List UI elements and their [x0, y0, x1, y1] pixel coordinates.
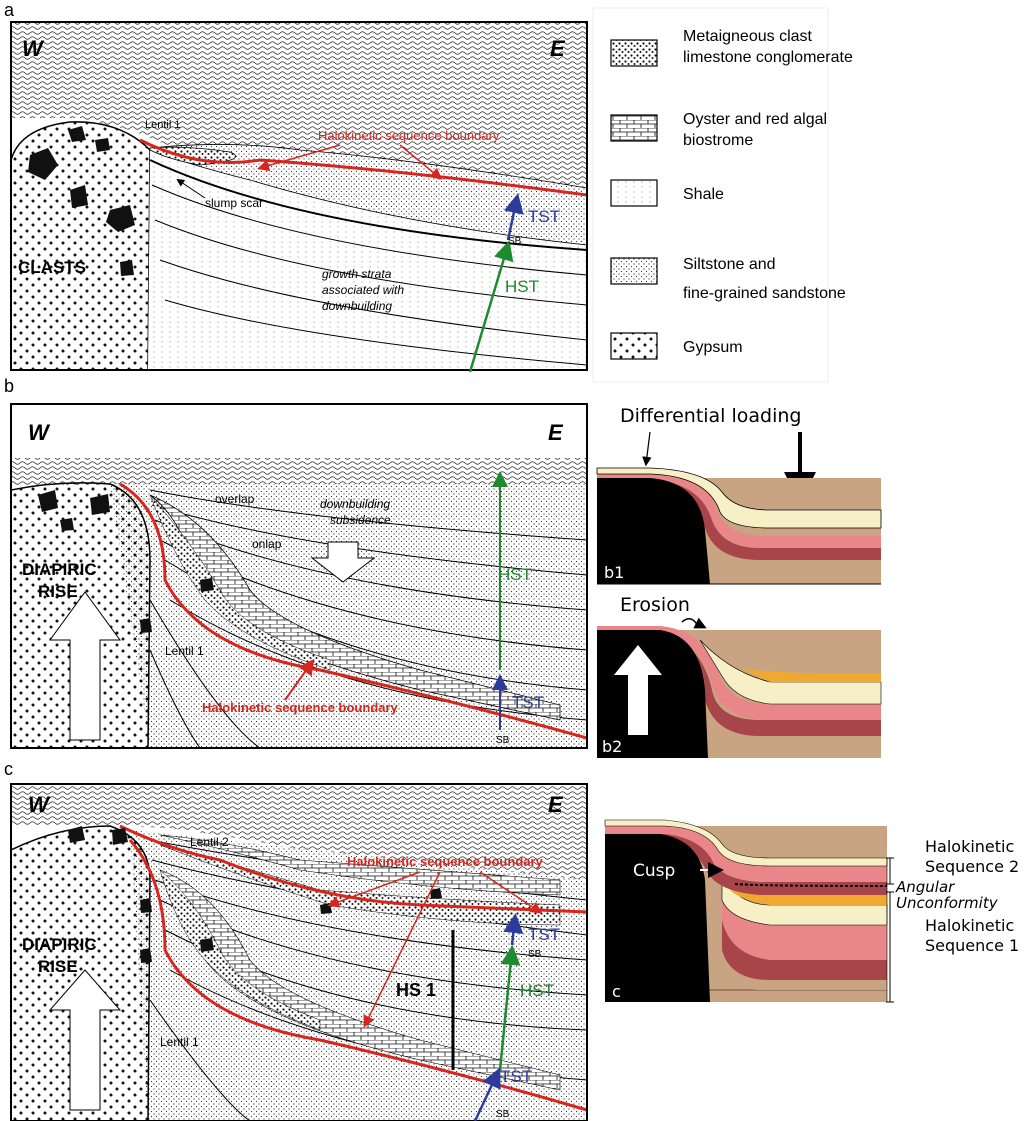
legend-swatch-gypsum	[610, 332, 658, 360]
panel-b-down-2: subsidence	[330, 513, 391, 527]
panel-b-hst-label: HST	[498, 565, 532, 584]
panel-a-sb-label: SB	[508, 236, 522, 247]
panel-b2-label: b2	[602, 737, 622, 756]
panel-a-letter: a	[4, 0, 15, 20]
panel-a-lentil-label: Lentil 1	[145, 119, 180, 131]
panel-b2-model: Erosion b2	[597, 594, 882, 758]
legend-item-5-line-1: Gypsum	[683, 339, 743, 356]
panel-c-cusp-label: Cusp	[633, 861, 675, 881]
panel-c-hst-arrow	[498, 945, 521, 1071]
panel-c-sb-lower-label: SB	[496, 1109, 510, 1120]
panel-b-lentil-label: Lentil 1	[165, 644, 204, 658]
panel-b2-erosion-arrow	[681, 617, 707, 629]
panel-c-hsb-arrow-3	[479, 871, 543, 914]
panel-b-hsb-arrow	[284, 658, 315, 701]
panel-c-letter: c	[4, 759, 13, 779]
panel-b-east: E	[548, 420, 564, 445]
legend-swatch-biostrome	[610, 114, 658, 142]
panel-b1-title: Differential loading	[620, 405, 802, 427]
panel-c-east: E	[548, 792, 564, 817]
panel-c-hsb-arrow-2	[363, 871, 441, 1028]
panel-b-tst-label: TST	[512, 693, 544, 712]
panel-c-hsb-arrow-1	[327, 871, 421, 908]
panel-b-cross-section	[11, 404, 587, 748]
seq2-line-1: Halokinetic	[925, 837, 1014, 856]
panel-c-lentil2-label: Lentil 2	[190, 835, 229, 849]
panel-a-slump-arrow	[176, 178, 206, 199]
legend-item-1-line-2: limestone conglomerate	[683, 49, 853, 66]
seq1-line-2: Sequence 1	[925, 936, 1019, 955]
panel-c-diapiric-1: DIAPIRIC	[22, 935, 97, 954]
panel-c-model-label: c	[612, 982, 621, 1001]
panel-c-lentil1-label: Lentil 1	[160, 1035, 199, 1049]
legend-item-1-line-1: Metaigneous clast	[683, 28, 813, 45]
panel-c-tst-lower-label: TST	[500, 1067, 532, 1086]
panel-b-overlap-label: overlap	[215, 492, 255, 506]
panel-c-frame	[10, 783, 588, 1121]
panel-b-diapiric-2: RISE	[38, 582, 78, 601]
panel-b-diapiric-1: DIAPIRIC	[22, 560, 97, 579]
angular-line-1: Angular	[895, 878, 955, 896]
seq1-line-1: Halokinetic	[925, 916, 1014, 935]
panel-a-growth-2: associated with	[322, 283, 404, 297]
panel-a-east: E	[550, 36, 566, 61]
legend-swatch-siltstone	[610, 257, 658, 285]
panel-c-hs1-label: HS 1	[396, 980, 436, 1000]
legend-item-4-line-1: Siltstone and	[683, 256, 776, 273]
panel-a-clasts-label: CLASTS	[18, 258, 86, 277]
panel-b-frame	[10, 403, 588, 749]
angular-line-2: Unconformity	[896, 894, 999, 912]
legend-item-2-line-2: biostrome	[683, 132, 753, 149]
legend-item-4-line-2: fine-grained sandstone	[683, 285, 846, 302]
legend-item-3-line-1: Shale	[683, 186, 724, 203]
panel-a-hst-label: HST	[505, 277, 539, 296]
legend-item-2-line-1: Oyster and red algal	[683, 111, 827, 128]
panel-c-hsb-label: Halokinetic sequence boundary	[347, 854, 544, 869]
panel-a-cross-section	[11, 22, 587, 370]
panel-c-west: W	[28, 792, 51, 817]
panel-c-tst-lower-arrow	[473, 1067, 501, 1121]
panel-a-growth-1: growth strata	[322, 267, 392, 281]
seq2-line-2: Sequence 2	[925, 857, 1019, 876]
panel-c-tst-upper-arrow	[503, 913, 524, 946]
panel-c-tst-upper-label: TST	[528, 925, 560, 944]
panel-a-hst-arrow	[468, 240, 514, 373]
panel-b2-title: Erosion	[620, 594, 690, 616]
panel-b-down-1: downbuilding	[320, 497, 390, 511]
panel-c-cross-section	[11, 784, 587, 1121]
panel-c-sb-upper-label: SB	[528, 949, 542, 960]
panel-a-west: W	[22, 36, 45, 61]
panel-a-tst-arrow	[504, 193, 524, 241]
panel-a-hsb-arrow-2	[399, 144, 443, 180]
legend-swatch-conglomerate	[610, 39, 658, 67]
panel-a-frame	[10, 21, 588, 371]
panel-b1-label: b1	[604, 563, 624, 582]
panel-b1-small-arrow	[642, 431, 652, 467]
panel-a-hsb-label: Halokinetic sequence boundary	[318, 128, 500, 143]
panel-b1-model: Differential loading b1	[596, 405, 882, 585]
legend-swatch-shale	[610, 179, 658, 207]
panel-c-hst-label: HST	[520, 981, 554, 1000]
panel-b-sb-label: SB	[496, 735, 510, 746]
panel-c-diapiric-2: RISE	[38, 957, 78, 976]
panel-a-growth-3: downbuilding	[322, 299, 392, 313]
panel-a-hsb-arrow-1	[257, 144, 341, 172]
panel-b-hsb-label: Halokinetic sequence boundary	[202, 700, 399, 715]
panel-b-onlap-label: onlap	[252, 537, 282, 551]
panel-a-slump-label: slump scar	[205, 196, 263, 210]
panel-b-letter: b	[4, 376, 14, 396]
panel-b-west: W	[28, 420, 51, 445]
legend: Metaigneous clast limestone conglomerate…	[592, 7, 853, 383]
panel-a-tst-label: TST	[528, 207, 560, 226]
panel-c-model: Cusp c Halokinetic Sequence 2 Angular Un…	[604, 819, 1019, 1003]
